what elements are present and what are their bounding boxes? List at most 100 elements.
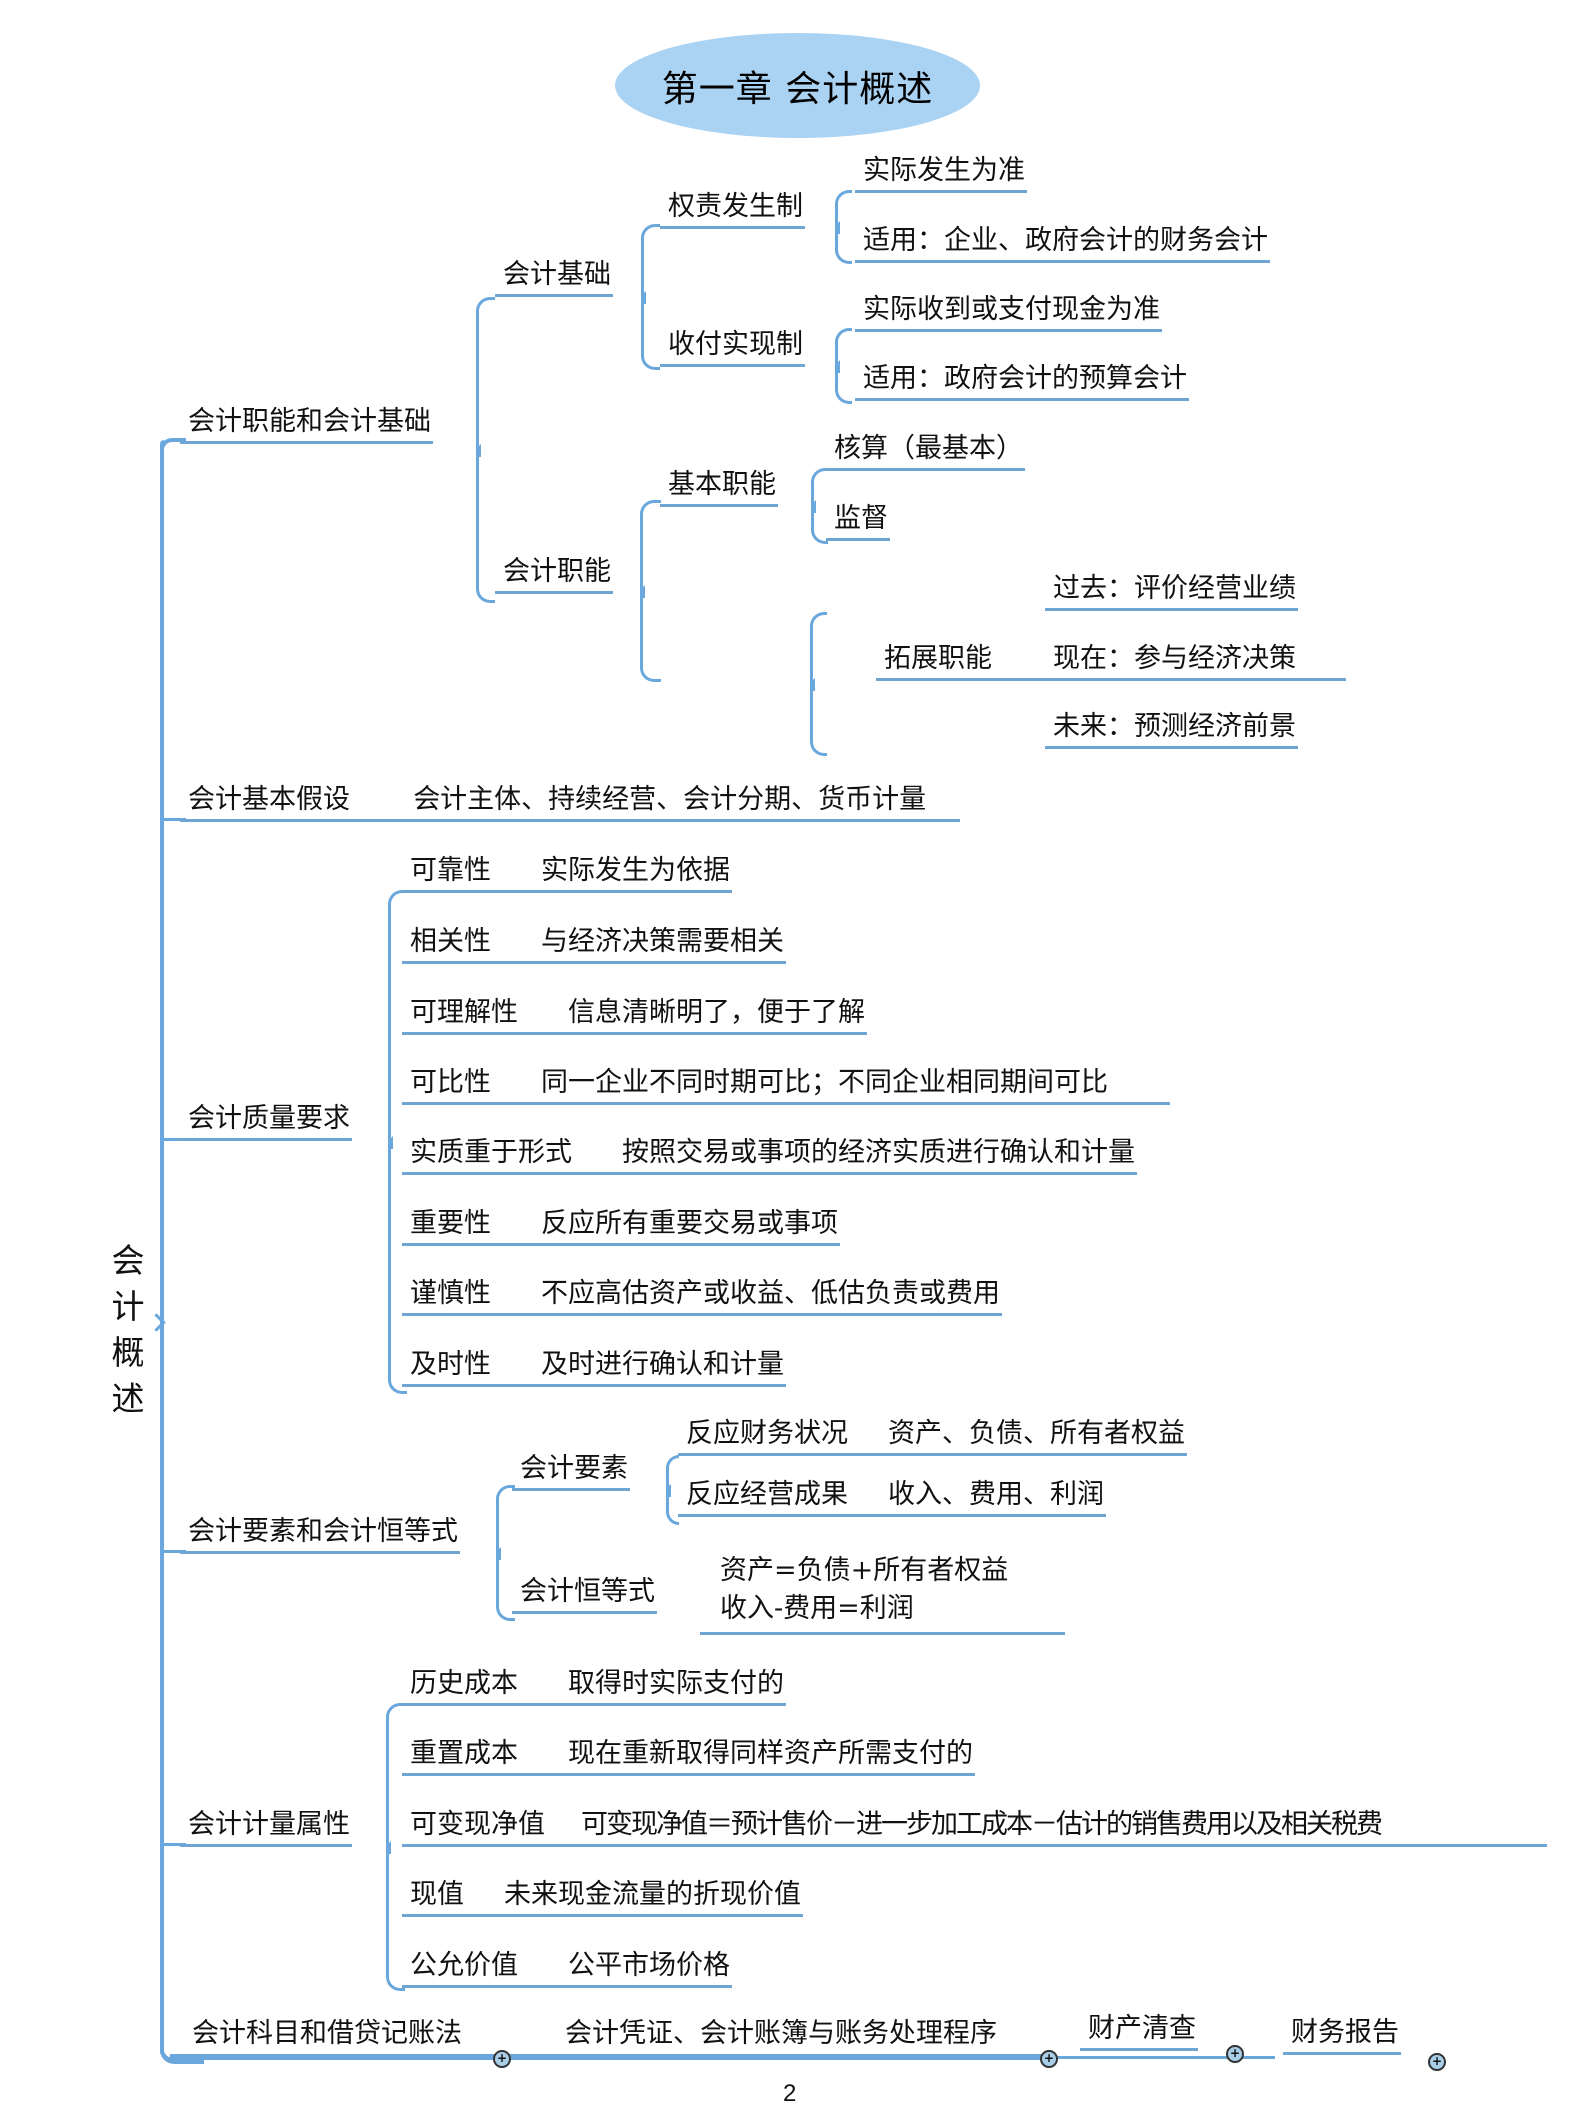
node-label: 实际收到或支付现金为准: [863, 294, 1160, 325]
quality-item[interactable]: 实质重于形式按照交易或事项的经济实质进行确认和计量: [402, 1136, 1137, 1175]
node-accounting-functions[interactable]: 会计职能: [495, 555, 613, 594]
root-char: 会: [111, 1241, 145, 1280]
node-label: 会计要素和会计恒等式: [188, 1516, 458, 1547]
root-connector: [160, 440, 164, 2056]
brace-connector: [388, 890, 407, 1394]
brace-connector: [640, 500, 661, 682]
item-name: 相关性: [410, 926, 491, 957]
node-label: 收付实现制: [668, 329, 803, 360]
item-name: 实质重于形式: [410, 1137, 572, 1168]
quality-item[interactable]: 重要性反应所有重要交易或事项: [402, 1207, 840, 1246]
quality-item[interactable]: 可比性同一企业不同时期可比；不同企业相同期间可比: [402, 1066, 1170, 1105]
brace-connector: [811, 468, 828, 544]
branch-property-inventory[interactable]: 财产清查: [1080, 2012, 1198, 2051]
node-label: 基本职能: [668, 469, 776, 500]
connector-tick: [164, 818, 186, 821]
equation-line: 收入-费用=利润: [720, 1593, 914, 1624]
leaf-bookkeeping[interactable]: 核算（最基本）: [826, 432, 1025, 471]
branch-quality-requirements[interactable]: 会计质量要求: [180, 1102, 352, 1141]
expand-icon[interactable]: +: [1428, 2053, 1446, 2071]
node-label: 监督: [834, 503, 888, 534]
leaf-extended-past-label: [1025, 572, 1035, 608]
leaf-accrual-scope[interactable]: 适用：企业、政府会计的财务会计: [855, 224, 1270, 263]
brace-connector: [835, 328, 852, 404]
leaf-extended-future[interactable]: 未来：预测经济前景: [1045, 710, 1298, 749]
branch-functions-and-basis[interactable]: 会计职能和会计基础: [180, 405, 433, 444]
node-label: 会计职能和会计基础: [188, 406, 431, 437]
expand-icon[interactable]: +: [493, 2050, 511, 2068]
quality-item[interactable]: 可理解性信息清晰明了，便于了解: [402, 996, 867, 1035]
measurement-item[interactable]: 重置成本现在重新取得同样资产所需支付的: [402, 1737, 975, 1776]
brace-connector: [835, 190, 852, 264]
brace-connector: [666, 1455, 679, 1525]
node-label: 权责发生制: [668, 191, 803, 222]
quality-item[interactable]: 相关性 与经济决策需要相关: [402, 925, 786, 964]
node-accounting-equation[interactable]: 会计恒等式: [512, 1575, 657, 1614]
node-extended-functions[interactable]: 拓展职能: [876, 642, 1346, 681]
equation-line: 资产=负债+所有者权益: [720, 1555, 1009, 1586]
node-label: 会计基础: [503, 259, 611, 290]
node-label: 过去：评价经营业绩: [1053, 573, 1296, 604]
bottom-connector: [170, 2054, 1050, 2060]
item-desc: 收入、费用、利润: [888, 1479, 1104, 1510]
leaf-cash-rule[interactable]: 实际收到或支付现金为准: [855, 293, 1162, 332]
element-item[interactable]: 反应经营成果 收入、费用、利润: [678, 1478, 1106, 1517]
quality-item[interactable]: 谨慎性不应高估资产或收益、低估负责或费用: [402, 1277, 1002, 1316]
leaf-extended-past[interactable]: 过去：评价经营业绩: [1045, 572, 1298, 611]
leaf-supervision[interactable]: 监督: [826, 502, 890, 541]
branch-elements-and-equation[interactable]: 会计要素和会计恒等式: [180, 1515, 460, 1554]
measurement-item[interactable]: 历史成本取得时实际支付的: [402, 1667, 786, 1706]
node-label: 拓展职能: [884, 643, 992, 674]
measurement-item[interactable]: 公允价值公平市场价格: [402, 1949, 732, 1988]
node-detail: 会计主体、持续经营、会计分期、货币计量: [413, 784, 927, 815]
expand-icon[interactable]: +: [1040, 2050, 1058, 2068]
equation-lines[interactable]: 资产=负债+所有者权益 收入-费用=利润: [700, 1552, 1065, 1635]
node-accounting-elements[interactable]: 会计要素: [512, 1452, 630, 1491]
root-char: 述: [111, 1379, 145, 1418]
measurement-item[interactable]: 现值 未来现金流量的折现价值: [402, 1878, 803, 1917]
node-label: 会计质量要求: [188, 1103, 350, 1134]
root-char: 概: [111, 1333, 145, 1372]
node-cash-basis[interactable]: 收付实现制: [660, 328, 805, 367]
item-desc: 不应高估资产或收益、低估负责或费用: [541, 1278, 1000, 1309]
item-desc: 实际发生为依据: [541, 855, 730, 886]
quality-item[interactable]: 可靠性实际发生为依据: [402, 854, 732, 893]
branch-financial-reports[interactable]: 财务报告: [1283, 2016, 1401, 2055]
connector-cap: [160, 2040, 204, 2064]
element-item[interactable]: 反应财务状况 资产、负债、所有者权益: [678, 1417, 1187, 1456]
brace-connector: [386, 1703, 405, 1991]
item-name: 可变现净值: [410, 1809, 545, 1840]
connector-tick: [164, 1843, 186, 1846]
measurement-item[interactable]: 可变现净值可变现净值＝预计售价－进一步加工成本－估计的销售费用以及相关税费: [402, 1808, 1547, 1847]
node-label: 会计凭证、会计账簿与账务处理程序: [565, 2018, 997, 2049]
expand-icon[interactable]: +: [1226, 2045, 1244, 2063]
item-name: 现值: [410, 1879, 464, 1910]
quality-item[interactable]: 及时性及时进行确认和计量: [402, 1348, 786, 1387]
branch-accounts-and-double-entry[interactable]: 会计科目和借贷记账法: [192, 2017, 462, 2051]
item-desc: 信息清晰明了，便于了解: [568, 997, 865, 1028]
leaf-accrual-rule[interactable]: 实际发生为准: [855, 154, 1027, 193]
node-accounting-basis[interactable]: 会计基础: [495, 258, 613, 297]
item-name: 反应财务状况: [686, 1418, 848, 1449]
node-label: 现在：参与经济决策: [1053, 643, 1296, 674]
node-basic-functions[interactable]: 基本职能: [660, 468, 778, 507]
item-name: 反应经营成果: [686, 1479, 848, 1510]
item-desc: 资产、负债、所有者权益: [888, 1418, 1185, 1449]
chapter-title: 第一章 会计概述: [661, 68, 934, 110]
leaf-cash-scope[interactable]: 适用：政府会计的预算会计: [855, 362, 1189, 401]
item-desc: 反应所有重要交易或事项: [541, 1208, 838, 1239]
item-desc: 现在重新取得同样资产所需支付的: [568, 1738, 973, 1769]
branch-vouchers-and-books[interactable]: 会计凭证、会计账簿与账务处理程序: [565, 2017, 997, 2051]
leaf-extended-present[interactable]: 现在：参与经济决策: [1053, 642, 1296, 676]
node-accrual-basis[interactable]: 权责发生制: [660, 190, 805, 229]
item-name: 公允价值: [410, 1950, 518, 1981]
item-desc: 未来现金流量的折现价值: [504, 1879, 801, 1910]
branch-basic-assumptions[interactable]: 会计基本假设 会计主体、持续经营、会计分期、货币计量: [180, 783, 960, 822]
chapter-title-node: 第一章 会计概述: [615, 33, 980, 138]
branch-measurement-attributes[interactable]: 会计计量属性: [180, 1808, 352, 1847]
node-label: 适用：企业、政府会计的财务会计: [863, 225, 1268, 256]
item-name: 及时性: [410, 1349, 491, 1380]
item-desc: 与经济决策需要相关: [541, 926, 784, 957]
brace-connector: [641, 224, 660, 370]
item-desc: 取得时实际支付的: [568, 1668, 784, 1699]
